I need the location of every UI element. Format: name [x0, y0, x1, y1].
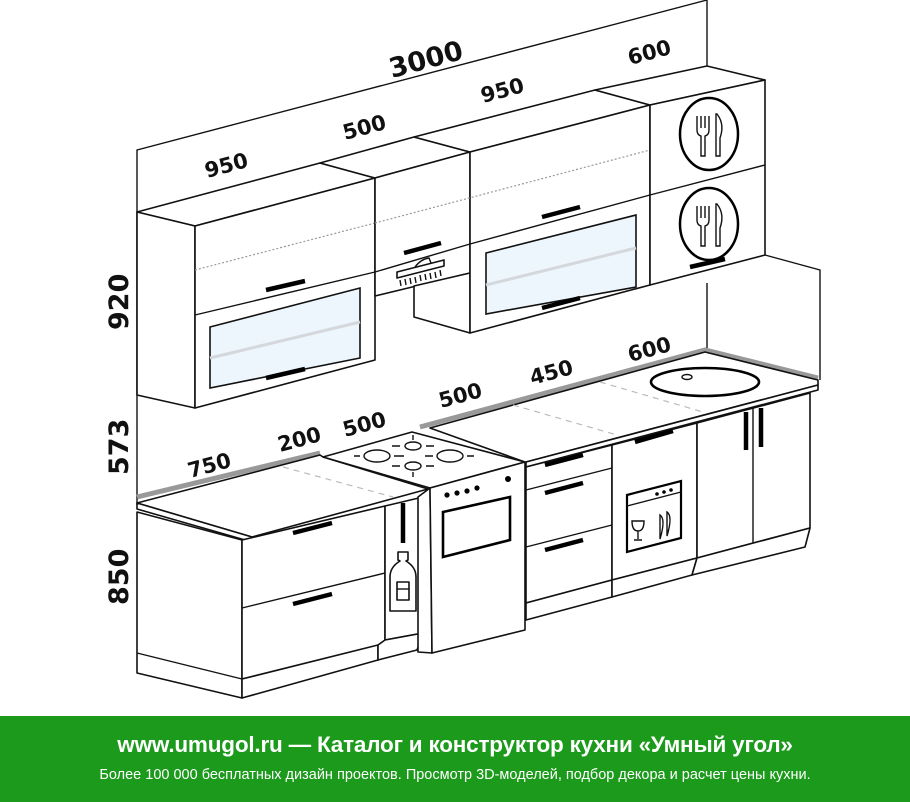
right-base-cabinets [419, 347, 819, 621]
cutlery-icon [678, 96, 740, 172]
kitchen-drawing: 3000 950 500 950 600 920 573 850 750 200… [104, 0, 821, 699]
bottle-cabinet [377, 496, 424, 661]
range-hood-icon [396, 257, 445, 287]
footer-banner: www.umugol.ru — Каталог и конструктор ку… [0, 716, 910, 802]
dim-upper-1: 950 [202, 148, 251, 183]
left-base-cabinet [136, 450, 429, 699]
dim-height-base: 850 [104, 549, 135, 605]
gas-hob-icon [354, 435, 474, 477]
hood-cabinet [319, 136, 471, 297]
upper-cabinet-1 [136, 162, 376, 409]
dim-total-width: 3000 [386, 35, 467, 84]
footer-subtitle: Более 100 000 бесплатных дизайн проектов… [99, 767, 811, 783]
upper-cabinet-3 [374, 89, 651, 334]
dim-height-gap: 573 [104, 419, 135, 475]
bottle-icon [389, 551, 417, 612]
dim-upper-4: 600 [625, 35, 674, 70]
footer-title-link[interactable]: www.umugol.ru — Каталог и конструктор ку… [117, 732, 793, 757]
dim-height-upper: 920 [104, 274, 135, 330]
sink-icon [649, 366, 761, 398]
dim-upper-2: 500 [340, 110, 389, 145]
upper-cabinet-4 [594, 65, 766, 286]
dim-lower-4: 500 [436, 378, 485, 413]
oven-icon [441, 476, 512, 559]
dim-upper-3: 950 [478, 73, 527, 108]
gas-stove [322, 431, 526, 654]
cutlery-icon [678, 186, 740, 262]
dim-lower-3: 500 [340, 407, 389, 442]
dishwasher-icon [625, 479, 683, 554]
